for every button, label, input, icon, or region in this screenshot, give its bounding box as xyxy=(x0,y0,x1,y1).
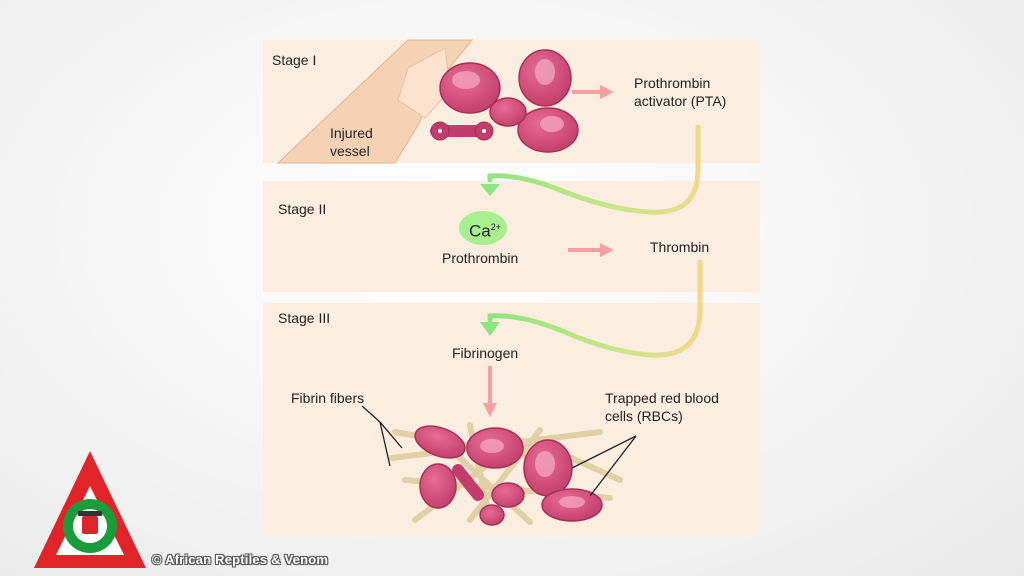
stage-one-label: Stage I xyxy=(272,52,317,68)
calcium-label: Ca2+ xyxy=(469,218,501,241)
pta-feedback-arrow xyxy=(480,124,701,215)
arrow-to-fibrin xyxy=(483,366,497,417)
stage-two-label: Stage II xyxy=(278,201,327,217)
prothrombin-label: Prothrombin xyxy=(442,250,519,266)
pta-label-line1: Prothrombin xyxy=(634,75,711,91)
thrombin-label: Thrombin xyxy=(650,239,710,255)
trapped-rbcs xyxy=(414,425,603,526)
fibrinogen-label: Fibrinogen xyxy=(452,345,519,361)
calcium-charge: 2+ xyxy=(490,222,501,232)
injured-vessel-label-line2: vessel xyxy=(330,143,370,159)
pta-label-line2: activator (PTA) xyxy=(634,93,727,109)
calcium-symbol: Ca xyxy=(469,221,491,241)
calcium-bubble xyxy=(459,211,507,245)
stage-two-panel xyxy=(263,181,760,292)
rbc-label-line1: Trapped red blood xyxy=(605,390,719,406)
arrow-to-pta xyxy=(572,85,614,99)
label-pointers xyxy=(361,405,637,497)
fibrin-fibers-label: Fibrin fibers xyxy=(291,390,365,406)
stage-three-label: Stage III xyxy=(278,310,331,326)
copyright-notice: © African Reptiles & Venom xyxy=(152,552,329,567)
activated-platelets xyxy=(430,49,579,153)
arrow-to-thrombin xyxy=(568,243,614,257)
rbc-label-line2: cells (RBCs) xyxy=(605,408,683,424)
venom-education-logo xyxy=(34,451,146,568)
injured-vessel-label-line1: Injured xyxy=(330,125,373,141)
thrombin-feedback-arrow xyxy=(480,259,703,358)
injured-vessel xyxy=(276,39,474,164)
